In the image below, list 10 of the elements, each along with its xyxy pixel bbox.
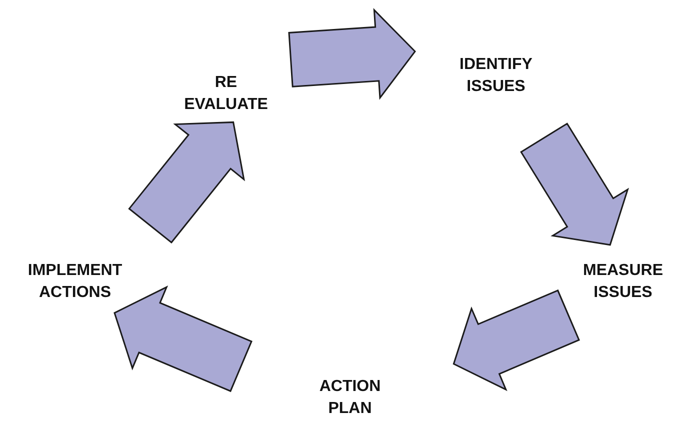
block-arrow bbox=[128, 121, 245, 244]
step-label: IMPLEMENT ACTIONS bbox=[26, 261, 124, 303]
block-arrow bbox=[520, 122, 630, 246]
step-label: ACTION PLAN bbox=[318, 377, 382, 419]
block-arrow bbox=[114, 286, 252, 392]
step-label: RE EVALUATE bbox=[183, 73, 269, 115]
block-arrow bbox=[288, 8, 416, 100]
step-label: IDENTIFY ISSUES bbox=[458, 55, 534, 97]
block-arrow bbox=[452, 289, 580, 392]
step-label: MEASURE ISSUES bbox=[582, 261, 664, 303]
